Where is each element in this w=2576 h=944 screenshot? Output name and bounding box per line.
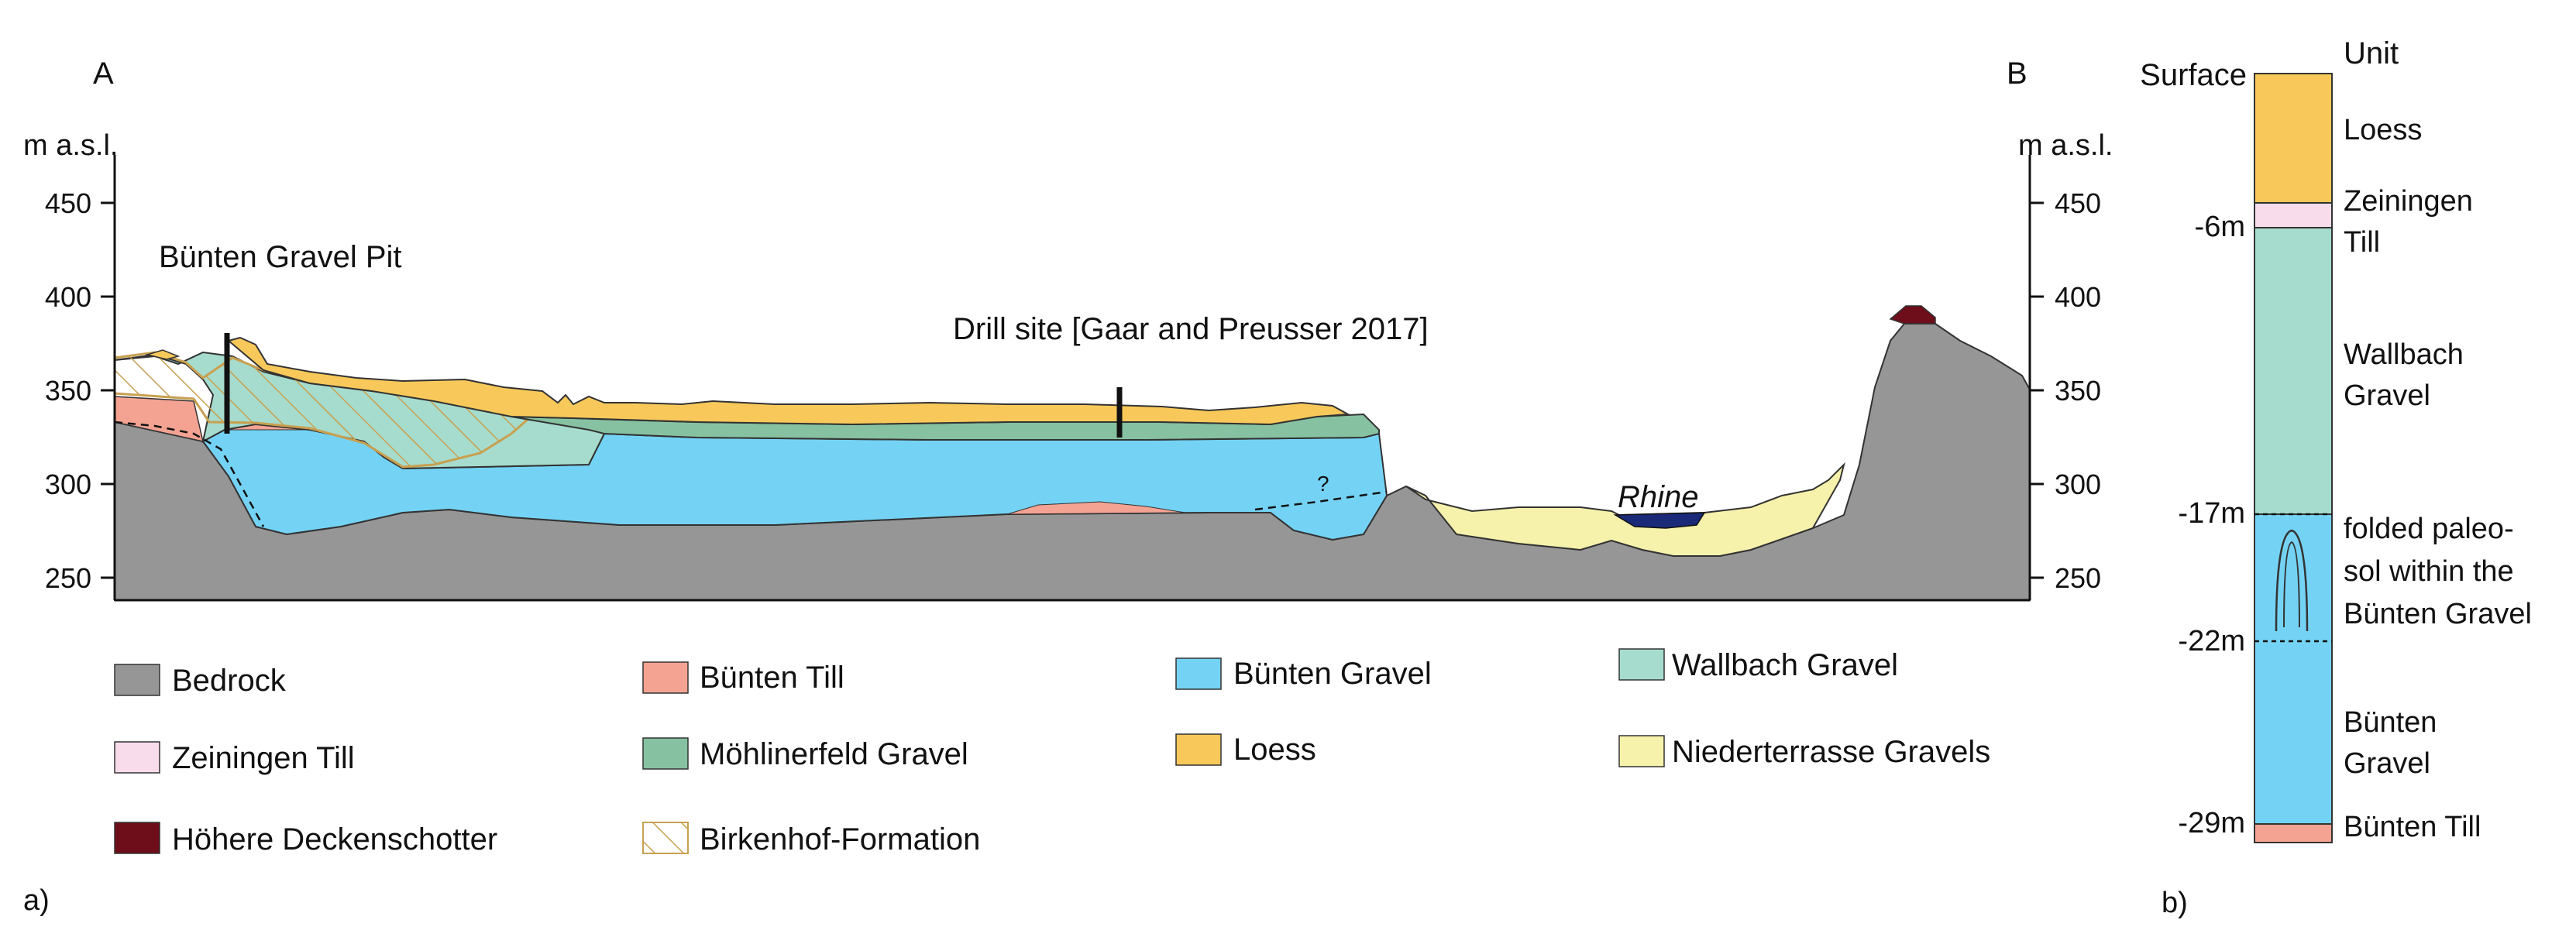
column-unit-zeiningen-1: Zeiningen [2344, 185, 2473, 218]
column-unit-paleosol-3: Bünten Gravel [2344, 598, 2532, 630]
axis-unit-left: m a.s.l. [23, 129, 118, 162]
legend-label-zeiningen-till: Zeiningen Till [172, 741, 355, 775]
tick-right-300: 300 [2055, 469, 2101, 500]
column-depth-17m: -17m [2178, 497, 2245, 530]
uncertain-mark: ? [1317, 472, 1329, 496]
column-title-unit: Unit [2344, 36, 2399, 70]
tick-left-400: 400 [45, 281, 91, 313]
column-unit-bunten-1: Bünten [2344, 706, 2437, 739]
column-bunten-gravel [2254, 513, 2333, 825]
legend-label-bedrock: Bedrock [172, 664, 287, 698]
axis-unit-right: m a.s.l. [2018, 129, 2113, 162]
gravel-pit-label: Bünten Gravel Pit [159, 240, 402, 274]
legend-swatch-zeiningen-till [114, 741, 160, 774]
tick-left-350: 350 [45, 375, 91, 407]
tick-left-250: 250 [45, 562, 91, 594]
legend-swatch-bunten-till [642, 661, 689, 694]
column-depth-22m: -22m [2178, 625, 2245, 657]
legend-swatch-loess [1175, 733, 1222, 766]
section-end-b: B [2007, 57, 2027, 91]
niederterrasse-gravels [1405, 462, 1845, 557]
legend-label-mohlinerfeld-gravel: Möhlinerfeld Gravel [700, 737, 968, 771]
section-end-a: A [93, 57, 114, 91]
column-title-surface: Surface [2140, 58, 2247, 92]
column-depth-6m: -6m [2195, 211, 2245, 243]
loess-cap-left [145, 349, 181, 360]
legend-label-bunten-gravel: Bünten Gravel [1233, 657, 1432, 691]
column-unit-bunten-till: Bünten Till [2344, 811, 2481, 843]
stratigraphic-column: Surface Unit -6m -17m -22m -29m Loess Ze… [2140, 36, 2532, 919]
tick-right-400: 400 [2055, 281, 2101, 313]
legend-label-bunten-till: Bünten Till [700, 661, 844, 695]
panel-a-label: a) [23, 884, 50, 917]
column-loess [2254, 73, 2333, 204]
column-zeiningen-till [2254, 202, 2333, 228]
tick-left-450: 450 [45, 187, 91, 219]
legend-swatch-bunten-gravel [1175, 657, 1222, 690]
tick-right-450: 450 [2055, 187, 2101, 219]
legend-label-loess: Loess [1233, 733, 1316, 767]
legend-swatch-birkenhof [642, 822, 689, 854]
bunten-till-lens [1006, 501, 1186, 515]
column-unit-loess: Loess [2344, 114, 2422, 146]
column-bunten-till [2254, 823, 2333, 843]
folded-paleosol-inner-icon [2283, 541, 2300, 628]
column-unit-paleosol-2: sol within the [2344, 555, 2514, 588]
legend-label-hohere-deckenschotter: Höhere Deckenschotter [172, 822, 497, 856]
rhine-channel [1613, 512, 1706, 529]
cross-section [113, 305, 2031, 601]
dashed-boundary-right [1254, 490, 1388, 511]
tick-right-350: 350 [2055, 375, 2101, 407]
folded-paleosol-icon [2275, 529, 2309, 632]
drill-site-label: Drill site [Gaar and Preusser 2017] [953, 312, 1429, 346]
axis-left: 450 400 350 300 250 m a.s.l. A [23, 57, 2030, 602]
legend-swatch-wallbach-gravel [1618, 648, 1665, 681]
legend-label-niederterrasse: Niederterrasse Gravels [1672, 735, 1990, 769]
legend-swatch-bedrock [114, 664, 160, 696]
dashed-boundary-left [114, 421, 265, 527]
column-depth-29m: -29m [2178, 807, 2245, 839]
legend-swatch-hohere-deckenschotter [114, 822, 160, 854]
legend-label-wallbach-gravel: Wallbach Gravel [1672, 648, 1898, 682]
hohere-deckenschotter [1889, 305, 1936, 324]
panel-b-label: b) [2162, 887, 2188, 919]
legend-label-birkenhof: Birkenhof-Formation [700, 822, 980, 856]
loess-layer [226, 336, 1351, 426]
column-unit-wallbach-1: Wallbach [2344, 338, 2464, 371]
legend: Bedrock Bünten Till Bünten Gravel Wallba… [114, 648, 1990, 856]
column-unit-paleosol-1: folded paleo- [2344, 513, 2514, 545]
axis-right: 450 400 350 300 250 m a.s.l. B [2007, 57, 2113, 600]
column-unit-bunten-2: Gravel [2344, 747, 2430, 780]
column-wallbach-gravel [2254, 227, 2333, 515]
legend-swatch-mohlinerfeld-gravel [642, 737, 689, 770]
column-unit-zeiningen-2: Till [2344, 226, 2380, 259]
tick-right-250: 250 [2055, 562, 2101, 594]
tick-left-300: 300 [45, 469, 91, 500]
rhine-label: Rhine [1618, 480, 1699, 514]
column-unit-wallbach-2: Gravel [2344, 379, 2430, 412]
legend-swatch-niederterrasse [1618, 735, 1665, 767]
